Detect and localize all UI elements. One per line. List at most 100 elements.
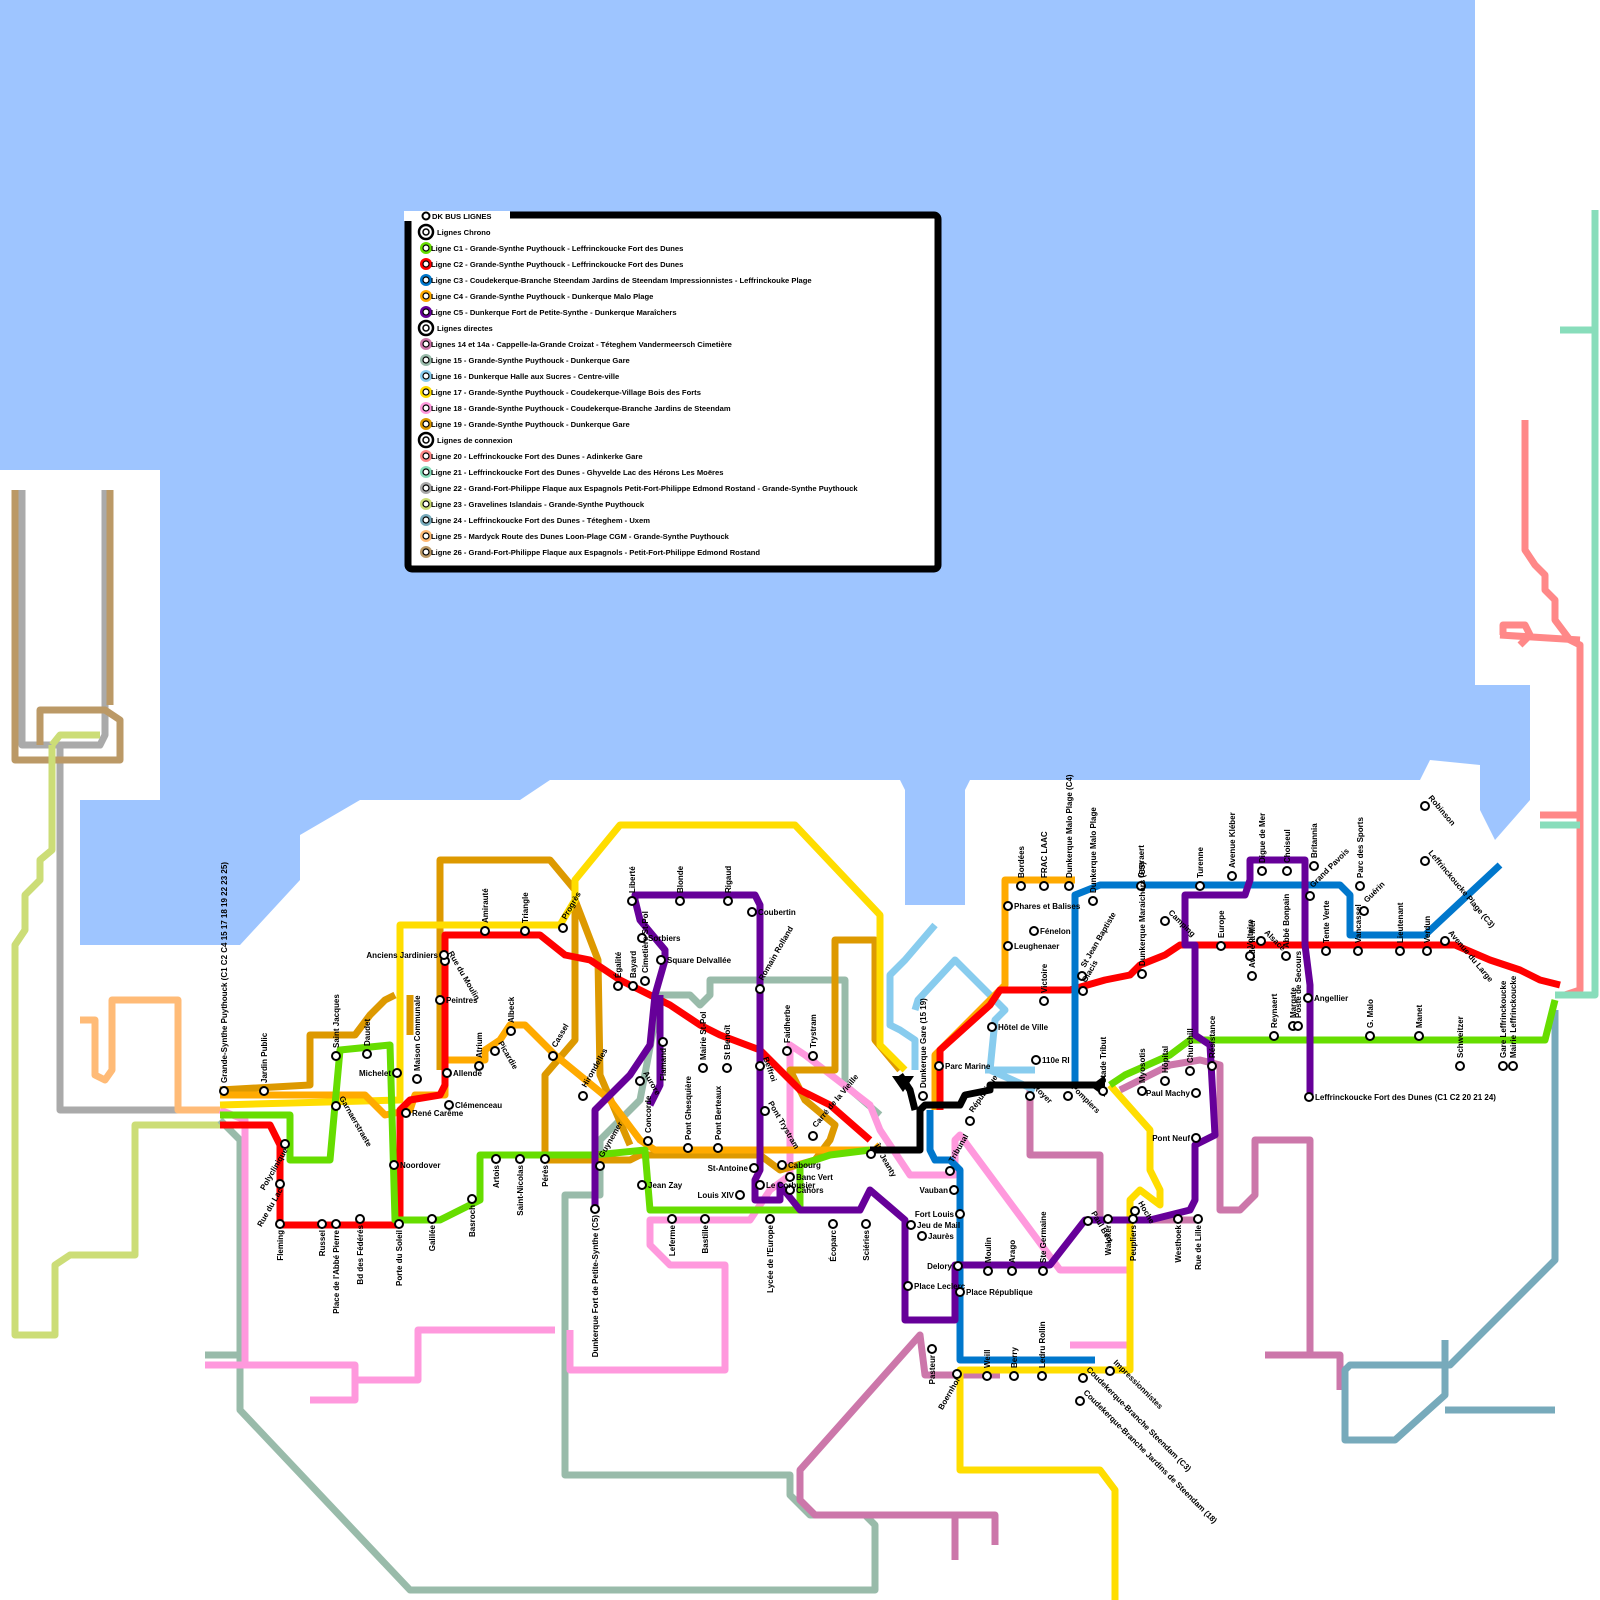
station-stop[interactable] [541, 1155, 549, 1163]
station-stop[interactable] [1366, 1032, 1374, 1040]
station-stop[interactable] [318, 1220, 326, 1228]
station-stop[interactable] [756, 985, 764, 993]
station-stop[interactable] [596, 1162, 604, 1170]
station-stop[interactable] [1161, 1077, 1169, 1085]
station-stop[interactable] [591, 1205, 599, 1213]
station-stop[interactable] [1396, 947, 1404, 955]
station-stop[interactable] [1306, 892, 1314, 900]
station-stop[interactable] [1161, 917, 1169, 925]
station-stop[interactable] [1509, 1062, 1517, 1070]
station-stop[interactable] [559, 924, 567, 932]
station-stop[interactable] [1258, 867, 1266, 875]
station-stop[interactable] [786, 1173, 794, 1181]
station-stop[interactable] [724, 897, 732, 905]
station-stop[interactable] [628, 897, 636, 905]
station-stop[interactable] [629, 982, 637, 990]
station-stop[interactable] [1186, 1067, 1194, 1075]
station-stop[interactable] [641, 977, 649, 985]
station-stop[interactable] [1032, 1056, 1040, 1064]
station-stop[interactable] [988, 1023, 996, 1031]
station-stop[interactable] [356, 1215, 364, 1223]
station-stop[interactable] [1192, 1089, 1200, 1097]
station-stop[interactable] [983, 1372, 991, 1380]
station-stop[interactable] [1304, 994, 1312, 1002]
station-stop[interactable] [684, 1144, 692, 1152]
station-stop[interactable] [1079, 987, 1087, 995]
station-stop[interactable] [1008, 1267, 1016, 1275]
station-stop[interactable] [1196, 882, 1204, 890]
station-stop[interactable] [1089, 897, 1097, 905]
station-stop[interactable] [1026, 1092, 1034, 1100]
station-stop[interactable] [1208, 1062, 1216, 1070]
station-stop[interactable] [756, 1181, 764, 1189]
station-stop[interactable] [918, 1232, 926, 1240]
station-stop[interactable] [644, 1137, 652, 1145]
station-stop[interactable] [1065, 882, 1073, 890]
station-stop[interactable] [766, 1215, 774, 1223]
station-stop[interactable] [1004, 902, 1012, 910]
station-stop[interactable] [1099, 1087, 1107, 1095]
station-stop[interactable] [1106, 1367, 1114, 1375]
station-stop[interactable] [1129, 1215, 1137, 1223]
station-stop[interactable] [1174, 1215, 1182, 1223]
station-stop[interactable] [1217, 942, 1225, 950]
station-stop[interactable] [659, 1038, 667, 1046]
station-stop[interactable] [956, 1210, 964, 1218]
station-stop[interactable] [907, 1221, 915, 1229]
station-stop[interactable] [809, 1052, 817, 1060]
station-stop[interactable] [1192, 1134, 1200, 1142]
station-stop[interactable] [1079, 1374, 1087, 1382]
station-stop[interactable] [1423, 947, 1431, 955]
station-stop[interactable] [1354, 947, 1362, 955]
station-stop[interactable] [1456, 1062, 1464, 1070]
station-stop[interactable] [954, 1262, 962, 1270]
station-stop[interactable] [516, 1155, 524, 1163]
station-stop[interactable] [521, 927, 529, 935]
station-stop[interactable] [332, 1102, 340, 1110]
station-stop[interactable] [443, 1069, 451, 1077]
station-stop[interactable] [966, 1117, 974, 1125]
station-stop[interactable] [1441, 937, 1449, 945]
station-stop[interactable] [1030, 927, 1038, 935]
station-stop[interactable] [436, 996, 444, 1004]
station-stop[interactable] [402, 1109, 410, 1117]
station-stop[interactable] [390, 1161, 398, 1169]
station-stop[interactable] [919, 1092, 927, 1100]
station-stop[interactable] [736, 1191, 744, 1199]
station-stop[interactable] [904, 1282, 912, 1290]
station-stop[interactable] [276, 1220, 284, 1228]
station-stop[interactable] [748, 908, 756, 916]
station-stop[interactable] [657, 956, 665, 964]
station-stop[interactable] [1322, 947, 1330, 955]
station-stop[interactable] [701, 1215, 709, 1223]
station-stop[interactable] [1038, 1372, 1046, 1380]
station-stop[interactable] [1004, 942, 1012, 950]
station-stop[interactable] [1283, 867, 1291, 875]
station-stop[interactable] [614, 982, 622, 990]
station-stop[interactable] [783, 1047, 791, 1055]
station-stop[interactable] [636, 1077, 644, 1085]
station-stop[interactable] [1039, 1267, 1047, 1275]
station-stop[interactable] [332, 1052, 340, 1060]
station-stop[interactable] [1084, 1217, 1092, 1225]
station-stop[interactable] [1499, 1062, 1507, 1070]
station-stop[interactable] [393, 1069, 401, 1077]
station-stop[interactable] [829, 1220, 837, 1228]
station-stop[interactable] [867, 1150, 875, 1158]
station-stop[interactable] [492, 1155, 500, 1163]
station-stop[interactable] [1248, 972, 1256, 980]
station-stop[interactable] [950, 1186, 958, 1194]
station-stop[interactable] [1040, 882, 1048, 890]
station-stop[interactable] [395, 1220, 403, 1228]
station-stop[interactable] [549, 1052, 557, 1060]
station-stop[interactable] [676, 897, 684, 905]
station-stop[interactable] [723, 1064, 731, 1072]
station-stop[interactable] [761, 1107, 769, 1115]
station-stop[interactable] [809, 1132, 817, 1140]
station-stop[interactable] [668, 1215, 676, 1223]
station-stop[interactable] [1076, 1397, 1084, 1405]
station-stop[interactable] [507, 1027, 515, 1035]
station-stop[interactable] [1010, 1372, 1018, 1380]
station-stop[interactable] [862, 1220, 870, 1228]
station-stop[interactable] [220, 1087, 228, 1095]
